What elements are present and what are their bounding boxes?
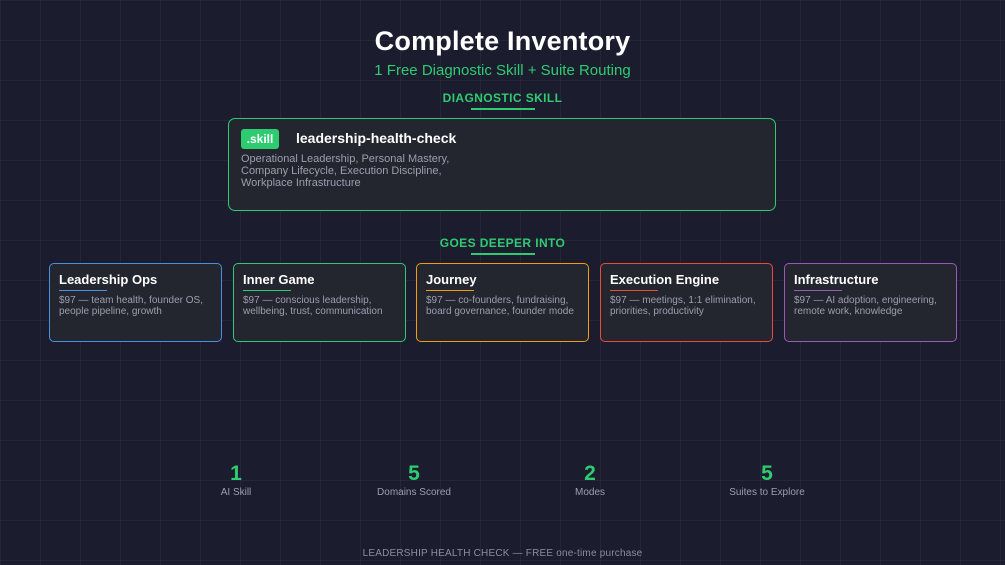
- section-underline: [470, 108, 535, 110]
- diagnostic-skill-card[interactable]: .skill leadership-health-check Operation…: [228, 118, 776, 211]
- stat-ai-skill: 1 AI Skill: [161, 462, 311, 498]
- suite-title: Execution Engine: [610, 272, 720, 287]
- stat-value: 5: [408, 462, 420, 485]
- suite-description: $97 — conscious leadership, wellbeing, t…: [243, 295, 383, 317]
- stat-value: 5: [761, 462, 773, 485]
- suite-card-inner-game[interactable]: Inner Game $97 — conscious leadership, w…: [233, 263, 406, 342]
- skill-name: leadership-health-check: [296, 130, 457, 146]
- suite-accent-line: [243, 290, 291, 291]
- suite-title: Inner Game: [243, 272, 315, 287]
- suite-card-journey[interactable]: Journey $97 — co-founders, fundraising, …: [416, 263, 589, 342]
- suite-accent-line: [426, 290, 474, 291]
- stat-value: 1: [230, 462, 242, 485]
- suite-title: Journey: [426, 272, 477, 287]
- suite-description: $97 — team health, founder OS, people pi…: [59, 295, 203, 317]
- stat-suites-to-explore: 5 Suites to Explore: [692, 462, 842, 498]
- section-underline: [470, 253, 535, 255]
- suite-title: Leadership Ops: [59, 272, 158, 287]
- diagnostic-section-label-text: DIAGNOSTIC SKILL: [442, 91, 563, 105]
- page-subtitle: 1 Free Diagnostic Skill + Suite Routing: [374, 62, 631, 79]
- suite-accent-line: [59, 290, 107, 291]
- suite-description: $97 — meetings, 1:1 elimination, priorit…: [610, 295, 756, 317]
- stat-domains-scored: 5 Domains Scored: [339, 462, 489, 498]
- stat-label: Suites to Explore: [729, 487, 805, 498]
- stat-label: Modes: [574, 487, 605, 498]
- suite-accent-line: [610, 290, 658, 291]
- skill-badge: .skill: [241, 129, 279, 149]
- diagnostic-section-label: DIAGNOSTIC SKILL: [0, 91, 1005, 110]
- stat-label: AI Skill: [220, 487, 252, 498]
- suite-card-execution-engine[interactable]: Execution Engine $97 — meetings, 1:1 eli…: [600, 263, 773, 342]
- stat-value: 2: [584, 462, 596, 485]
- stat-modes: 2 Modes: [515, 462, 665, 498]
- page-title: Complete Inventory: [374, 26, 631, 56]
- suites-section-label: GOES DEEPER INTO: [0, 236, 1005, 255]
- suites-section-label-text: GOES DEEPER INTO: [439, 236, 566, 250]
- skill-description: Operational Leadership, Personal Mastery…: [241, 153, 450, 189]
- footer-text: LEADERSHIP HEALTH CHECK — FREE one-time …: [362, 548, 643, 559]
- suite-title: Infrastructure: [794, 272, 879, 287]
- suite-description: $97 — AI adoption, engineering, remote w…: [794, 295, 937, 317]
- suite-accent-line: [794, 290, 842, 291]
- suite-description: $97 — co-founders, fundraising, board go…: [426, 295, 574, 317]
- suite-card-infrastructure[interactable]: Infrastructure $97 — AI adoption, engine…: [784, 263, 957, 342]
- suite-card-leadership-ops[interactable]: Leadership Ops $97 — team health, founde…: [49, 263, 222, 342]
- stat-label: Domains Scored: [377, 487, 451, 498]
